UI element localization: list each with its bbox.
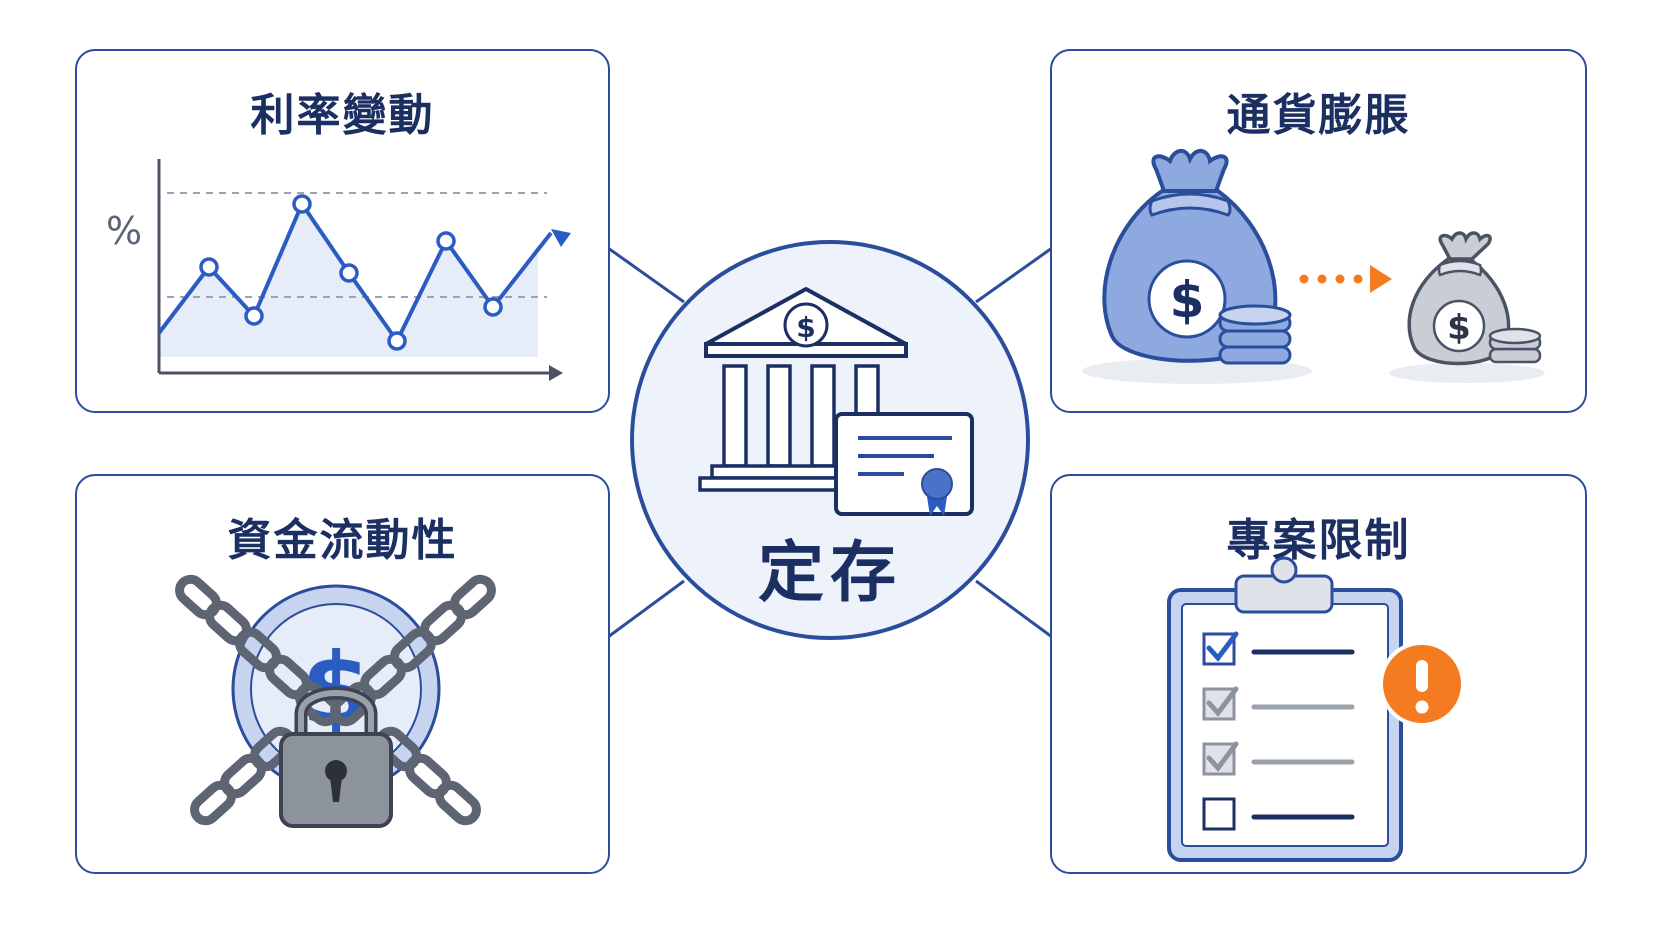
liquidity-title: 資金流動性 (227, 515, 458, 566)
small-coin-stack-icon (1488, 327, 1542, 364)
svg-text:$: $ (796, 311, 815, 344)
interest-rate-title: 利率變動 (250, 90, 435, 141)
inflation-title: 通貨膨脹 (1226, 90, 1411, 141)
connector-bottom-right (975, 579, 1053, 639)
chain-icon (190, 574, 496, 826)
locked-coin-chains-icon: $ (175, 574, 496, 828)
restrictions-card: 專案限制 (1050, 474, 1587, 874)
shrinking-money-bag-icon: $ $ (1082, 149, 1545, 384)
large-coin-stack-icon (1218, 304, 1292, 365)
checklist-item-checked-icon (1202, 741, 1355, 776)
svg-text:$: $ (1170, 271, 1205, 329)
checklist-clipboard-icon (1167, 556, 1465, 862)
checklist-item-checked-icon (1202, 686, 1355, 721)
checklist-item-unchecked-icon (1202, 797, 1355, 831)
warning-exclamation-icon (1379, 641, 1465, 727)
inflation-card: 通貨膨脹 $ (1050, 49, 1587, 413)
interest-rate-card: 利率變動 % (75, 49, 610, 413)
connector-top-left (607, 246, 685, 304)
dotted-arrow-icon (1299, 265, 1392, 293)
connector-bottom-left (607, 579, 685, 639)
rate-line-chart-icon (157, 159, 571, 381)
checklist-item-checked-icon (1202, 631, 1355, 666)
padlock-icon (279, 686, 393, 828)
svg-text:$: $ (1447, 308, 1471, 348)
small-money-bag-icon: $ (1407, 231, 1511, 366)
certificate-icon (834, 412, 974, 516)
percent-axis-symbol: % (106, 209, 143, 253)
center-label: 定存 (758, 534, 902, 611)
connector-top-right (975, 246, 1053, 304)
bank-certificate-icon: $ (698, 287, 974, 516)
center-node: $ 定存 (630, 240, 1030, 640)
restrictions-title: 專案限制 (1226, 515, 1411, 566)
liquidity-card: 資金流動性 $ (75, 474, 610, 874)
